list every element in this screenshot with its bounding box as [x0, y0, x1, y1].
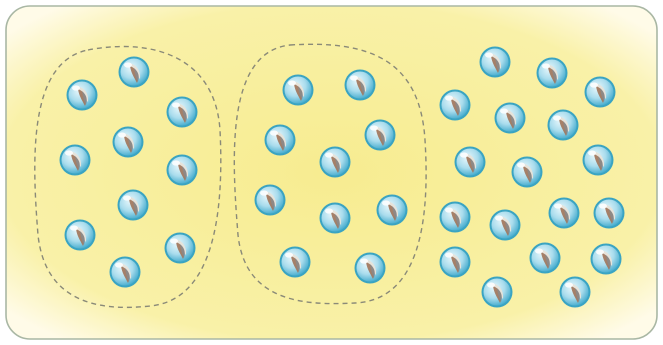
- marble: [118, 190, 149, 221]
- marble: [480, 47, 511, 78]
- marble: [594, 198, 625, 229]
- marble: [377, 195, 408, 226]
- marble: [490, 210, 521, 241]
- marble: [283, 75, 314, 106]
- marble: [512, 157, 543, 188]
- marble: [113, 127, 144, 158]
- marble: [265, 125, 296, 156]
- marble: [60, 145, 91, 176]
- marble: [345, 70, 376, 101]
- marble: [495, 103, 526, 134]
- marble: [365, 120, 396, 151]
- marble: [355, 253, 386, 284]
- marble: [119, 57, 150, 88]
- marble: [165, 233, 196, 264]
- marble: [67, 80, 98, 111]
- marble: [537, 58, 568, 89]
- marble: [548, 110, 579, 141]
- marble: [110, 257, 141, 288]
- marble: [65, 220, 96, 251]
- marble: [440, 202, 471, 233]
- marble: [585, 77, 616, 108]
- marble: [167, 155, 198, 186]
- marble: [455, 147, 486, 178]
- marble: [440, 90, 471, 121]
- marble: [583, 145, 614, 176]
- marble: [482, 277, 513, 308]
- marble: [549, 198, 580, 229]
- marble: [320, 203, 351, 234]
- marble: [560, 277, 591, 308]
- marble: [280, 247, 311, 278]
- marble: [255, 185, 286, 216]
- marble: [320, 147, 351, 178]
- marble: [440, 247, 471, 278]
- marble: [591, 244, 622, 275]
- marble: [530, 243, 561, 274]
- marble: [167, 97, 198, 128]
